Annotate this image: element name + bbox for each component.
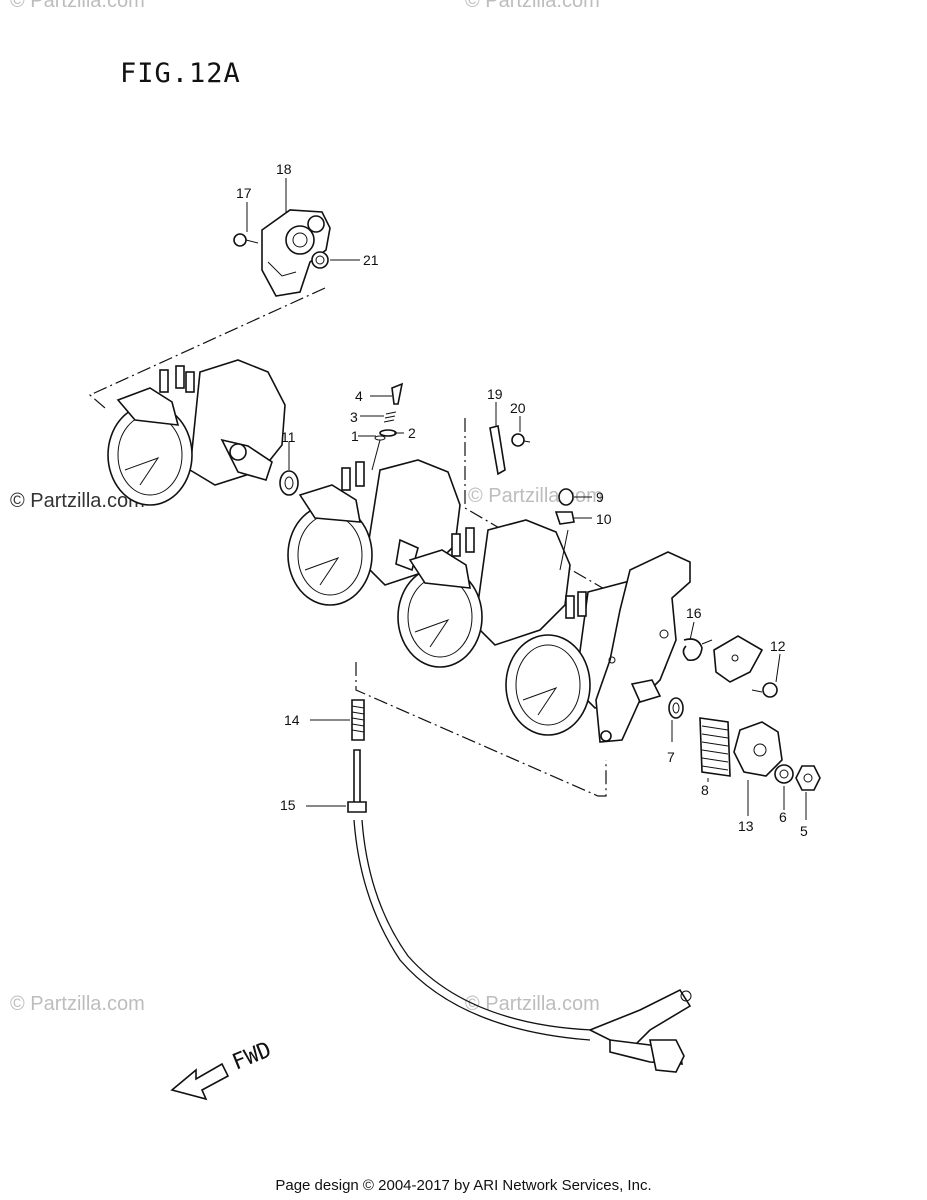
callout-9: 9 xyxy=(596,489,604,505)
o-ring-11 xyxy=(279,470,299,496)
page-footer: Page design © 2004-2017 by ARI Network S… xyxy=(275,1177,652,1194)
callout-8: 8 xyxy=(701,782,709,798)
clip-9 xyxy=(558,488,574,506)
callout-17: 17 xyxy=(236,185,252,201)
callout-20: 20 xyxy=(510,400,526,416)
washer-7 xyxy=(668,697,684,719)
watermark-main: © Partzilla.com xyxy=(10,490,145,512)
callout-18: 18 xyxy=(276,161,292,177)
sensor-screw xyxy=(233,233,259,247)
watermark-bottom-left: © Partzilla.com xyxy=(10,993,145,1015)
throttle-bracket xyxy=(595,551,691,743)
throttle-body-3 xyxy=(397,519,571,668)
figure-title: FIG.12A xyxy=(120,58,241,89)
callout-21: 21 xyxy=(363,252,379,268)
watermark-bottom-center: © Partzilla.com xyxy=(465,993,600,1015)
sensor-o-ring xyxy=(311,251,329,269)
return-spring-8 xyxy=(699,717,731,777)
callout-1: 1 xyxy=(351,428,359,444)
callout-11: 11 xyxy=(281,429,296,445)
washer-2 xyxy=(379,429,397,437)
o-ring-1 xyxy=(374,435,386,441)
link-rod-19 xyxy=(489,425,506,476)
washer-6 xyxy=(774,764,794,784)
callout-14: 14 xyxy=(284,712,300,728)
idle-cable-15 xyxy=(347,749,692,1073)
callout-2: 2 xyxy=(408,425,416,441)
spring-16 xyxy=(682,638,713,662)
throttle-position-sensor xyxy=(261,209,331,297)
screw-12 xyxy=(751,682,778,698)
callout-7: 7 xyxy=(667,749,675,765)
callout-5: 5 xyxy=(800,823,808,839)
spring-14 xyxy=(351,699,365,741)
throttle-body-1 xyxy=(107,359,286,506)
fwd-label: FWD xyxy=(229,1037,275,1075)
adjust-screw-4 xyxy=(391,382,404,405)
watermark-top-center: © Partzilla.com xyxy=(465,0,600,12)
spring-3 xyxy=(383,411,397,423)
callout-13: 13 xyxy=(738,818,754,834)
callout-10: 10 xyxy=(596,511,612,527)
watermark-top-left: © Partzilla.com xyxy=(10,0,145,12)
callout-3: 3 xyxy=(350,409,358,425)
nut-5 xyxy=(795,765,821,791)
lever-plate xyxy=(713,635,764,683)
clip-10 xyxy=(554,511,575,525)
callout-19: 19 xyxy=(487,386,503,402)
callout-12: 12 xyxy=(770,638,786,654)
screw-20 xyxy=(511,433,531,447)
callout-15: 15 xyxy=(280,797,296,813)
throttle-pulley-13 xyxy=(733,721,783,777)
callout-6: 6 xyxy=(779,809,787,825)
forward-direction-arrow xyxy=(170,1062,230,1101)
callout-4: 4 xyxy=(355,388,363,404)
callout-16: 16 xyxy=(686,605,702,621)
